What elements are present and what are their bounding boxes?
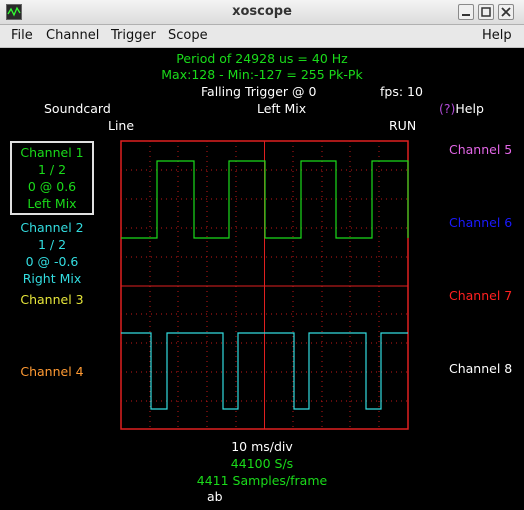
channel-1-position: 0 @ 0.6 [27, 179, 77, 194]
channel-1-source: Left Mix [27, 196, 77, 211]
app-icon [6, 4, 22, 20]
menu-help[interactable]: Help [482, 28, 512, 43]
menu-scope[interactable]: Scope [168, 28, 208, 43]
help-key: (?) [439, 101, 456, 116]
channel-5-name[interactable]: Channel 5 [449, 142, 513, 157]
channel-7-name[interactable]: Channel 7 [449, 288, 513, 303]
close-button[interactable] [498, 4, 514, 20]
graticule-grid [121, 141, 408, 429]
channel-4-name[interactable]: Channel 4 [20, 364, 84, 379]
menu-bar: File Channel Trigger Scope Help [0, 25, 524, 48]
channel-1-selection-box[interactable] [10, 141, 94, 215]
channel-1-trace [121, 160, 409, 239]
minimize-button[interactable] [458, 4, 474, 20]
scope-graticule [120, 140, 409, 430]
channel-2-name[interactable]: Channel 2 [20, 220, 84, 235]
close-icon [501, 7, 511, 17]
run-state[interactable]: RUN [389, 118, 417, 133]
period-readout: Period of 24928 us = 40 Hz [176, 51, 348, 66]
menu-file[interactable]: File [11, 28, 33, 43]
channel-8-name[interactable]: Channel 8 [449, 361, 513, 376]
window-title: xoscope [232, 4, 292, 19]
channel-1-scale: 1 / 2 [37, 162, 67, 177]
channel-2-position: 0 @ -0.6 [25, 254, 79, 269]
help-hint[interactable]: (?)Help [439, 101, 484, 116]
channel-2-trace [121, 332, 408, 410]
channel-key-hint: ab [207, 489, 223, 504]
channel-3-name[interactable]: Channel 3 [20, 292, 84, 307]
help-label: Help [455, 101, 484, 116]
sample-rate-readout: 44100 S/s [230, 456, 294, 471]
channel-2-scale: 1 / 2 [37, 237, 67, 252]
minimize-icon [462, 14, 470, 16]
maximize-icon [481, 7, 491, 17]
channel-2-source: Right Mix [22, 271, 82, 286]
source-sublabel: Line [108, 118, 135, 133]
channel-6-name[interactable]: Channel 6 [449, 215, 513, 230]
fps-readout: fps: 10 [380, 84, 423, 99]
menu-channel[interactable]: Channel [46, 28, 100, 43]
maximize-button[interactable] [478, 4, 494, 20]
source-label[interactable]: Soundcard [44, 101, 111, 116]
menu-trigger[interactable]: Trigger [111, 28, 156, 43]
samples-per-frame-readout: 4411 Samples/frame [196, 473, 328, 488]
trigger-readout: Falling Trigger @ 0 [201, 84, 317, 99]
channel-1-name[interactable]: Channel 1 [20, 145, 84, 160]
timebase-readout[interactable]: 10 ms/div [231, 439, 293, 454]
title-bar[interactable]: xoscope [0, 0, 524, 25]
amplitude-readout: Max:128 - Min:-127 = 255 Pk-Pk [161, 67, 363, 82]
scope-display[interactable]: Period of 24928 us = 40 Hz Max:128 - Min… [0, 48, 524, 510]
mix-label: Left Mix [257, 101, 307, 116]
